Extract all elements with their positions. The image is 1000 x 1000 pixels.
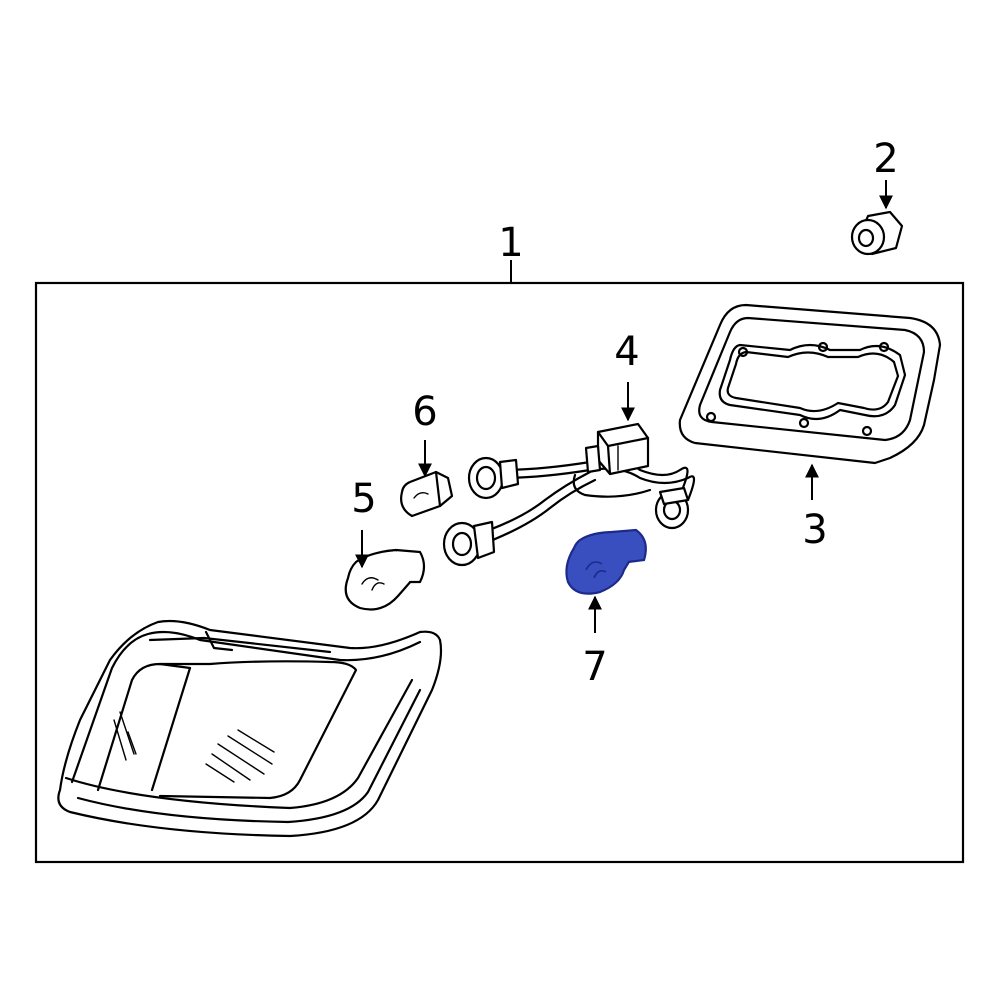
callout-3-label[interactable]: 3 (802, 507, 827, 553)
assembly-frame (34, 281, 965, 864)
bulb-part-7-highlighted[interactable] (565, 528, 647, 595)
callout-4-label[interactable]: 4 (614, 329, 639, 375)
bulb-part-5[interactable] (344, 548, 426, 611)
callout-6-label[interactable]: 6 (412, 389, 437, 435)
gasket-part-3[interactable] (678, 303, 942, 465)
callout-5-label[interactable]: 5 (351, 476, 376, 522)
callout-1-label[interactable]: 1 (498, 220, 523, 266)
callout-7-label[interactable]: 7 (582, 644, 607, 690)
nut-part-2[interactable] (850, 210, 904, 256)
callout-2-label[interactable]: 2 (873, 136, 898, 182)
wire-harness-part-4[interactable] (442, 422, 696, 567)
tail-lamp-housing[interactable] (57, 619, 443, 838)
bulb-part-6[interactable] (400, 470, 454, 518)
